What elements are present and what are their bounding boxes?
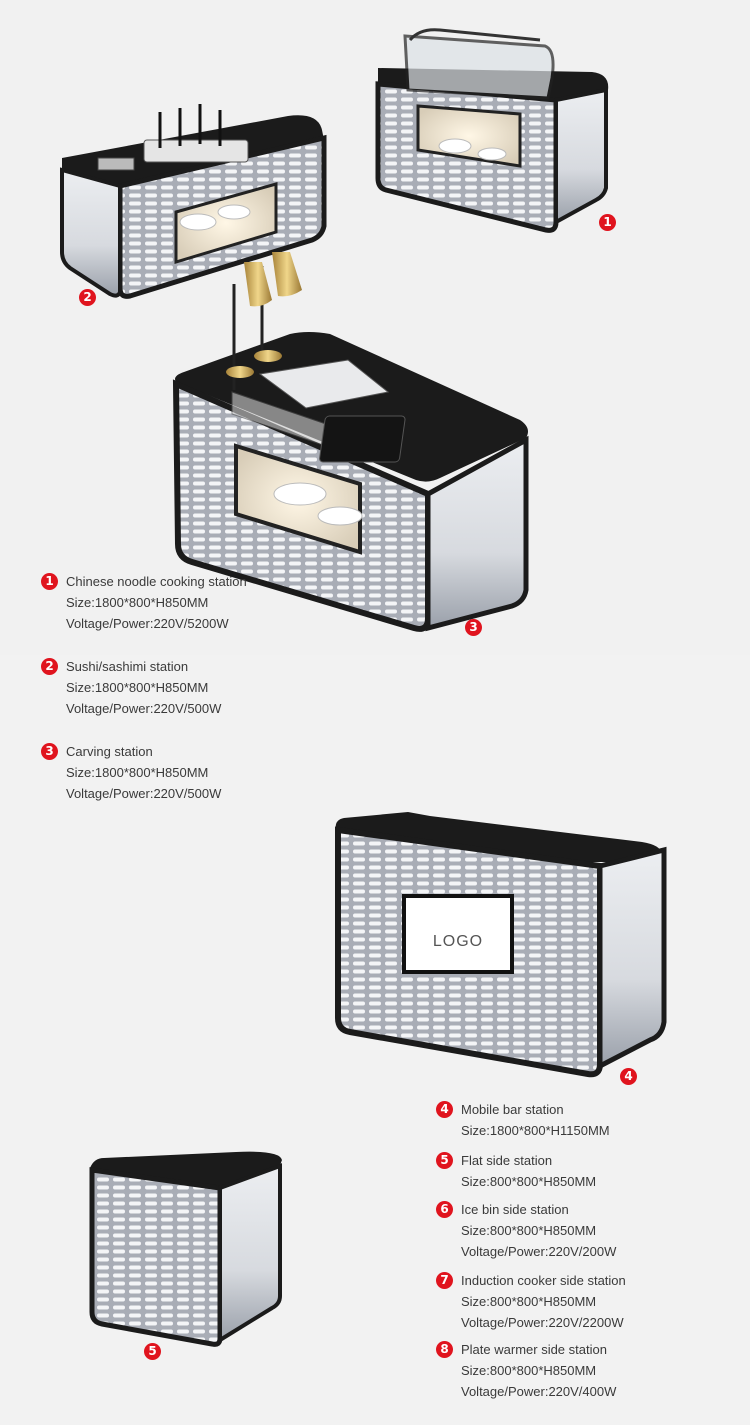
spec-station-3: 3 Carving station Size:1800*800*H850MM Vo…	[41, 741, 221, 804]
spec-badge-2: 2	[41, 658, 58, 675]
logo-text: LOGO	[433, 933, 483, 950]
station-name: Mobile bar station	[461, 1102, 564, 1117]
station-name: Sushi/sashimi station	[66, 659, 189, 674]
station-power: Voltage/Power:220V/500W	[66, 701, 222, 716]
spec-badge-5: 5	[436, 1152, 453, 1169]
station-4-illustration: LOGO	[335, 812, 667, 1078]
marker-3: 3	[465, 619, 482, 636]
station-size: Size:800*800*H850MM	[461, 1294, 597, 1309]
station-power: Voltage/Power:220V/500W	[66, 786, 222, 801]
station-size: Size:1800*800*H850MM	[66, 595, 209, 610]
spec-badge-6: 6	[436, 1201, 453, 1218]
station-2-illustration	[60, 104, 327, 299]
station-name: Ice bin side station	[461, 1202, 569, 1217]
station-3-illustration	[172, 252, 529, 632]
logo-panel	[402, 894, 514, 974]
marker-5: 5	[144, 1343, 161, 1360]
station-size: Size:800*800*H850MM	[461, 1363, 597, 1378]
station-size: Size:1800*800*H1150MM	[461, 1123, 610, 1138]
marker-4: 4	[620, 1068, 637, 1085]
marker-1: 1	[599, 214, 616, 231]
station-name: Carving station	[66, 744, 153, 759]
station-size: Size:1800*800*H850MM	[66, 765, 209, 780]
station-power: Voltage/Power:220V/5200W	[66, 616, 229, 631]
marker-2: 2	[79, 289, 96, 306]
station-name: Plate warmer side station	[461, 1342, 607, 1357]
station-power: Voltage/Power:220V/200W	[461, 1244, 617, 1259]
station-name: Chinese noodle cooking station	[66, 574, 247, 589]
station-size: Size:800*800*H850MM	[461, 1174, 597, 1189]
spec-badge-4: 4	[436, 1101, 453, 1118]
spec-badge-3: 3	[41, 743, 58, 760]
spec-badge-1: 1	[41, 573, 58, 590]
station-name: Induction cooker side station	[461, 1273, 626, 1288]
station-power: Voltage/Power:220V/400W	[461, 1384, 617, 1399]
station-size: Size:1800*800*H850MM	[66, 680, 209, 695]
spec-station-7: 7 Induction cooker side station Size:800*…	[436, 1270, 626, 1333]
station-1-illustration	[375, 28, 609, 233]
station-name: Flat side station	[461, 1153, 553, 1168]
spec-station-8: 8 Plate warmer side station Size:800*800*…	[436, 1339, 616, 1402]
station-size: Size:800*800*H850MM	[461, 1223, 597, 1238]
spec-station-5: 5 Flat side station Size:800*800*H850MM	[436, 1150, 596, 1192]
station-5-illustration	[89, 1151, 282, 1347]
spec-station-2: 2 Sushi/sashimi station Size:1800*800*H85…	[41, 656, 221, 719]
spec-station-6: 6 Ice bin side station Size:800*800*H850M…	[436, 1199, 616, 1262]
spec-station-1: 1 Chinese noodle cooking station Size:180…	[41, 571, 247, 634]
spec-badge-7: 7	[436, 1272, 453, 1289]
spec-badge-8: 8	[436, 1341, 453, 1358]
spec-station-4: 4 Mobile bar station Size:1800*800*H1150M…	[436, 1099, 610, 1141]
station-power: Voltage/Power:220V/2200W	[461, 1315, 624, 1330]
